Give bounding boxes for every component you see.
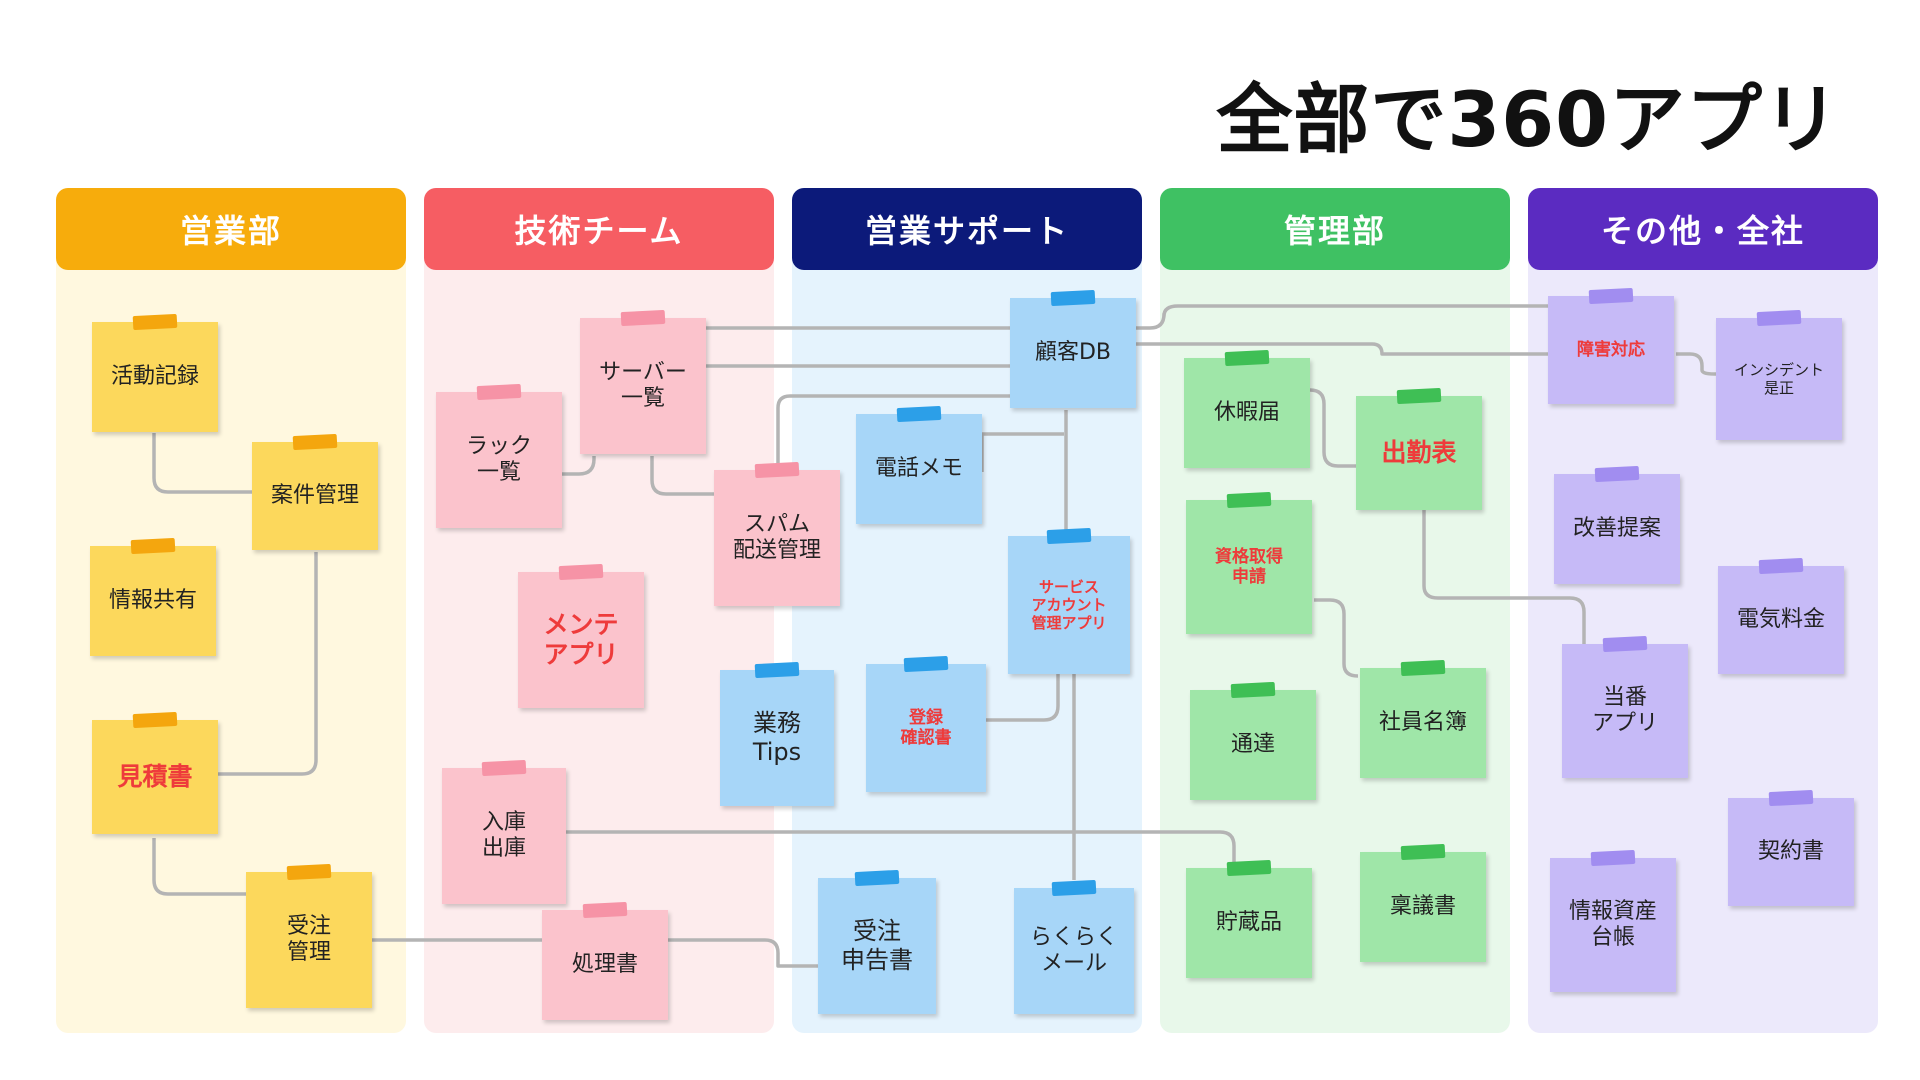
- column-header-other: その他・全社: [1528, 188, 1878, 270]
- tape: [1226, 859, 1272, 877]
- app-note-toban[interactable]: 当番 アプリ: [1562, 635, 1688, 778]
- tape: [1224, 349, 1270, 367]
- app-note-server[interactable]: サーバー 一覧: [580, 309, 706, 454]
- tape: [1230, 681, 1276, 699]
- page-title: 全部で360アプリ: [1216, 75, 1840, 164]
- connector-shori-juchu-shinkoku: [668, 938, 818, 968]
- column-header-sales: 営業部: [56, 188, 406, 270]
- app-note-kokyaku[interactable]: 顧客DB: [1010, 289, 1136, 408]
- connector-spam-kokyaku: [776, 394, 1010, 470]
- tape: [1768, 789, 1814, 807]
- app-note-joho[interactable]: 情報共有: [90, 537, 216, 656]
- app-note-shukkin[interactable]: 出勤表: [1356, 387, 1482, 510]
- app-note-service[interactable]: サービス アカウント 管理アプリ: [1008, 527, 1130, 674]
- app-note-anken[interactable]: 案件管理: [252, 433, 378, 550]
- tape: [476, 383, 522, 401]
- tape: [132, 711, 178, 729]
- tape: [1051, 879, 1097, 897]
- column-header-sales-support: 営業サポート: [792, 188, 1142, 270]
- app-note-kyuka[interactable]: 休暇届: [1184, 349, 1310, 468]
- connector-denwa-kokyaku: [980, 432, 1064, 472]
- app-note-keiyaku[interactable]: 契約書: [1728, 789, 1854, 906]
- connector-shikaku-shain: [1314, 598, 1359, 678]
- connector-server-spam: [650, 456, 716, 496]
- app-note-denki[interactable]: 電気料金: [1718, 557, 1844, 674]
- tape: [286, 863, 332, 881]
- connector-rack-server: [562, 456, 596, 476]
- app-note-denwa[interactable]: 電話メモ: [856, 405, 982, 524]
- column-header-admin: 管理部: [1160, 188, 1510, 270]
- app-note-spam[interactable]: スパム 配送管理: [714, 461, 840, 606]
- tape: [1590, 849, 1636, 867]
- tape: [1046, 527, 1092, 545]
- connector-kyuka-shukkin: [1309, 388, 1358, 468]
- app-note-toroku[interactable]: 登録 確認書: [866, 655, 986, 792]
- tape: [481, 759, 527, 777]
- app-note-chozo[interactable]: 貯蔵品: [1186, 859, 1312, 978]
- tape: [1594, 465, 1640, 483]
- tape: [754, 661, 800, 679]
- connector-shogai-incident: [1676, 352, 1718, 376]
- tape: [558, 563, 604, 581]
- app-note-rakuraku[interactable]: らくらく メール: [1014, 879, 1134, 1014]
- connector-kokyaku-shogai-2: [1136, 342, 1548, 356]
- app-note-juchu-shinkoku[interactable]: 受注 申告書: [818, 869, 936, 1014]
- tape: [754, 461, 800, 479]
- tape: [1226, 491, 1272, 509]
- connector-service-toroku: [984, 674, 1060, 722]
- app-note-ringi[interactable]: 稟議書: [1360, 843, 1486, 962]
- tape: [896, 405, 942, 423]
- connector-mitsumori-juchu: [152, 838, 246, 896]
- tape: [903, 655, 949, 673]
- app-note-shori[interactable]: 処理書: [542, 901, 668, 1020]
- app-note-gyomu[interactable]: 業務 Tips: [720, 661, 834, 806]
- app-note-incident[interactable]: インシデント 是正: [1716, 309, 1842, 440]
- tape: [1756, 309, 1802, 327]
- app-note-kaizen[interactable]: 改善提案: [1554, 465, 1680, 584]
- tape: [620, 309, 666, 327]
- tape: [582, 901, 628, 919]
- tape: [132, 313, 178, 331]
- tape: [130, 537, 176, 555]
- app-note-shain[interactable]: 社員名簿: [1360, 659, 1486, 778]
- tape: [1400, 843, 1446, 861]
- app-note-mente[interactable]: メンテ アプリ: [518, 563, 644, 708]
- tape: [1396, 387, 1442, 405]
- tape: [1758, 557, 1804, 575]
- connector-kokyaku-shogai: [1136, 304, 1548, 330]
- app-note-tsutatsu[interactable]: 通達: [1190, 681, 1316, 800]
- tape: [1588, 287, 1634, 305]
- app-note-katsudo[interactable]: 活動記録: [92, 313, 218, 432]
- tape: [1400, 659, 1446, 677]
- app-note-nyuko[interactable]: 入庫 出庫: [442, 759, 566, 904]
- app-note-mitsumori[interactable]: 見積書: [92, 711, 218, 834]
- tape: [1050, 289, 1096, 307]
- app-note-shogai[interactable]: 障害対応: [1548, 287, 1674, 404]
- app-note-rack[interactable]: ラック 一覧: [436, 383, 562, 528]
- app-note-shikaku[interactable]: 資格取得 申請: [1186, 491, 1312, 634]
- app-note-joho-shisan[interactable]: 情報資産 台帳: [1550, 849, 1676, 992]
- tape: [292, 433, 338, 451]
- connector-anken-mitsumori: [218, 552, 318, 776]
- connector-katsudo-anken: [152, 433, 252, 494]
- tape: [1602, 635, 1648, 653]
- connector-shukkin-toban: [1422, 510, 1586, 644]
- app-note-juchu[interactable]: 受注 管理: [246, 863, 372, 1008]
- connector-nyuko-chozo: [566, 830, 1236, 866]
- tape: [854, 869, 900, 887]
- column-header-tech: 技術チーム: [424, 188, 774, 270]
